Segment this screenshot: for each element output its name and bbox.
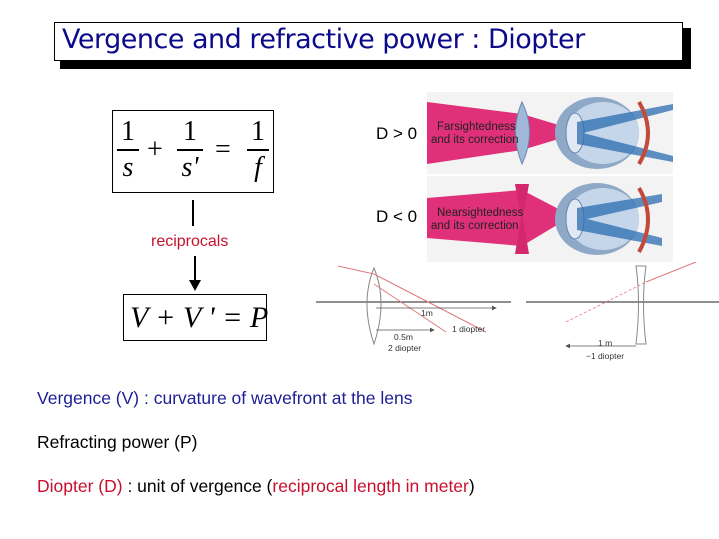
reciprocals-label: reciprocals: [151, 233, 229, 250]
definition-refracting-power: Refracting power (P): [37, 432, 198, 452]
connector-line-top: [192, 200, 194, 226]
fraction-numerator: 1: [183, 116, 197, 147]
fraction-1-over-s: 1 s: [117, 117, 139, 183]
down-arrow-icon: [189, 280, 201, 291]
power-1-diopter: 1 diopter: [452, 324, 485, 334]
d-negative-label: D < 0: [376, 207, 418, 226]
fraction-denominator: f: [254, 152, 262, 183]
fraction-numerator: 1: [251, 116, 265, 147]
power-2-diopter: 2 diopter: [388, 343, 421, 353]
vergence-equation: V + V ' = P: [130, 301, 269, 334]
fraction-1-over-s-prime: 1 s': [177, 117, 203, 183]
farsighted-caption-1: Farsightedness: [437, 121, 516, 133]
plus-sign: +: [147, 134, 163, 165]
nearsighted-caption-2: and its correction: [431, 220, 519, 232]
title-box: [54, 22, 683, 61]
fraction-numerator: 1: [121, 116, 135, 147]
diopter-term: Diopter (D): [37, 476, 123, 496]
connector-line-bottom: [194, 256, 196, 282]
nearsightedness-illustration: Nearsightedness and its correction: [427, 176, 673, 262]
fraction-denominator: s': [181, 152, 199, 183]
lens-equation-box: 1 s + 1 s' = 1 f: [112, 110, 274, 193]
fraction-denominator: s: [122, 152, 134, 183]
d-positive-label: D > 0: [376, 124, 418, 143]
definition-diopter: Diopter (D) : unit of vergence (reciproc…: [37, 476, 475, 497]
farsighted-caption-2: and its correction: [431, 134, 519, 146]
equals-sign: =: [215, 134, 231, 165]
distance-1m: 1m: [421, 308, 433, 318]
vergence-equation-box: V + V ' = P: [123, 294, 269, 341]
diopter-close-paren: ): [468, 476, 475, 496]
distance-1m-diverging: 1 m: [598, 338, 612, 348]
page-title: Vergence and refractive power : Diopter: [62, 24, 585, 55]
fraction-1-over-f: 1 f: [247, 117, 269, 183]
nearsighted-caption-1: Nearsightedness: [437, 207, 524, 219]
distance-half-m: 0.5m: [394, 332, 413, 342]
diopter-description: : unit of vergence (: [122, 476, 273, 496]
lens-diagram: 1m 1 diopter 0.5m 2 diopter 1 m −1 diopt…: [316, 262, 719, 361]
power-minus-1-diopter: −1 diopter: [586, 351, 624, 361]
diopter-highlight: reciprocal length in meter: [272, 476, 469, 496]
farsightedness-illustration: Farsightedness and its correction: [427, 92, 673, 174]
definition-vergence: Vergence (V) : curvature of wavefront at…: [37, 388, 413, 408]
